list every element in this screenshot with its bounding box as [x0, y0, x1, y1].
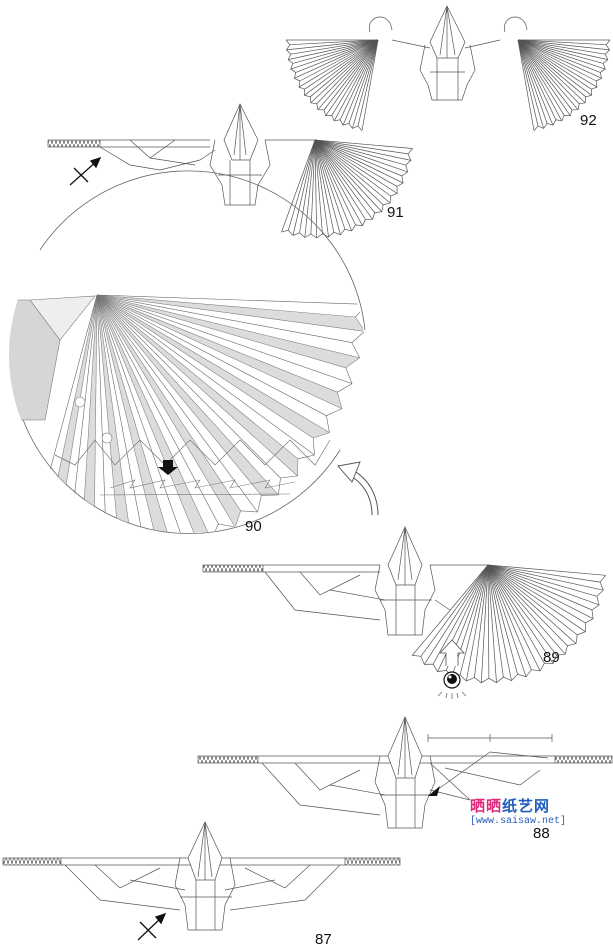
step-89-figure — [202, 526, 606, 684]
watermark-logo: 晒晒纸艺网 — [470, 795, 550, 816]
step-number-91: 91 — [387, 204, 404, 221]
step-91-figure — [47, 103, 413, 239]
pleated-wing-edge — [202, 564, 264, 573]
eye-icon — [437, 639, 467, 699]
pleated-wing-edge — [2, 857, 62, 866]
step-92-left-wing — [285, 39, 379, 131]
step-number-87: 87 — [315, 931, 332, 948]
step-90-detail-view — [9, 170, 366, 534]
pleated-wing-edge — [344, 857, 401, 866]
pleated-wing-edge — [554, 755, 613, 764]
step-number-92: 92 — [580, 112, 597, 129]
step-92-figure — [285, 5, 611, 131]
step-92-right-wing — [517, 39, 611, 131]
step-91-arrow-icon — [69, 156, 102, 186]
pleated-wing-edge — [197, 755, 259, 764]
step-number-90: 90 — [245, 518, 262, 535]
watermark-url: [www.saisaw.net] — [470, 816, 567, 827]
pleated-wing-edge — [47, 139, 101, 148]
down-arrow-icon — [158, 460, 178, 475]
watermark-logo-part1: 晒晒 — [470, 797, 503, 815]
step-number-89: 89 — [543, 649, 560, 666]
watermark-logo-part2: 纸艺网 — [502, 797, 551, 815]
step-87-arrow-icon — [137, 912, 167, 941]
step-number-88: 88 — [533, 825, 550, 842]
step-89-right-wing — [411, 564, 606, 684]
step-91-right-wing — [281, 139, 413, 239]
step-88-figure — [197, 716, 613, 829]
curved-arrow-icon — [337, 461, 379, 516]
step-88-arrow-icon — [428, 786, 440, 796]
step-87-figure — [2, 821, 401, 931]
